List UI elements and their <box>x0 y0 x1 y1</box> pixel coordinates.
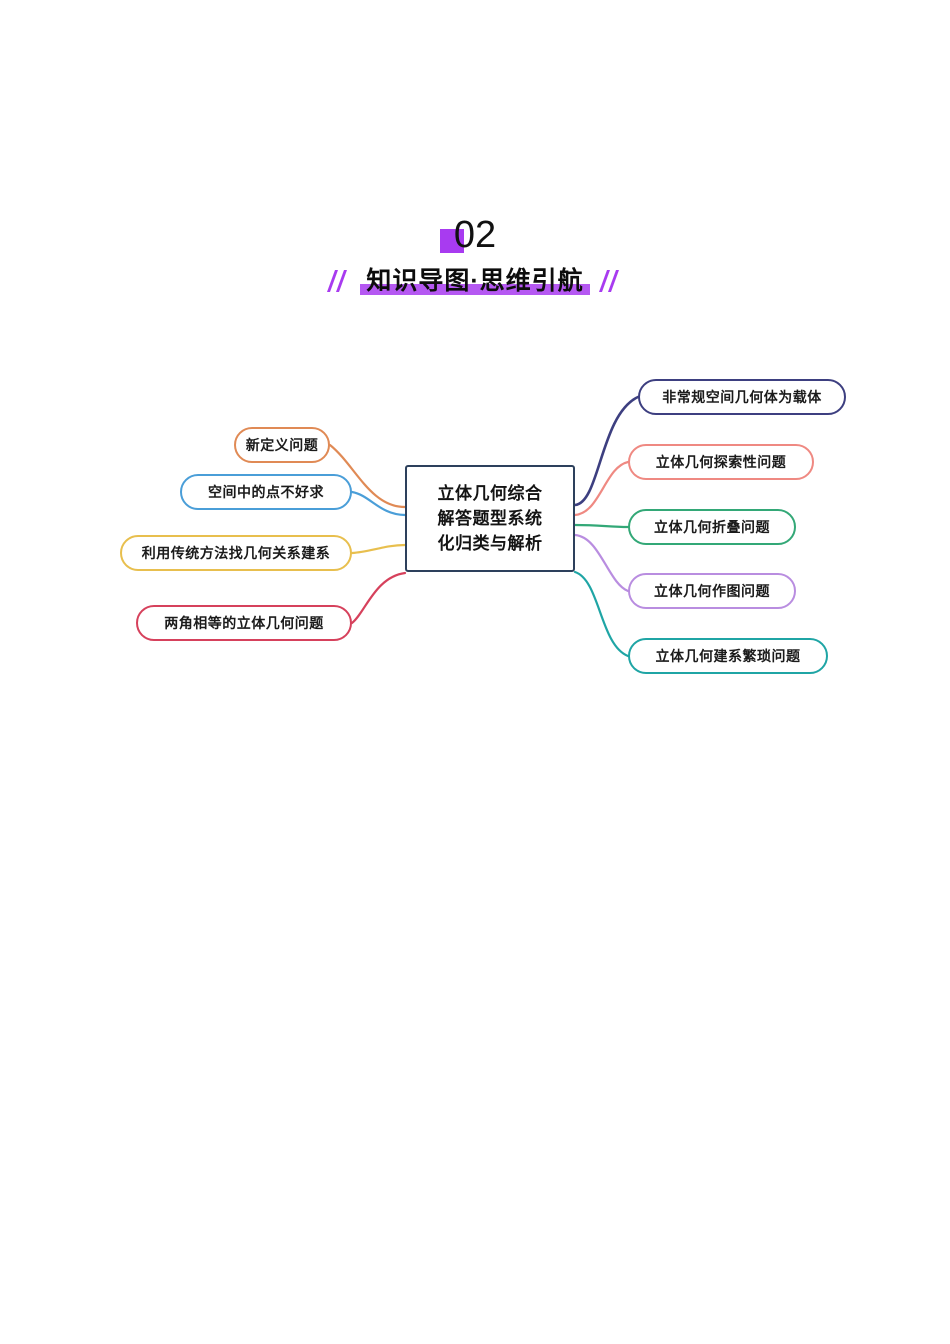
connector-right-4 <box>573 533 630 593</box>
central-node[interactable]: 立体几何综合 解答题型系统 化归类与解析 <box>405 465 575 572</box>
connector-left-3 <box>350 543 407 555</box>
central-node-line-3: 化归类与解析 <box>437 534 543 553</box>
branch-label: 利用传统方法找几何关系建系 <box>141 545 331 561</box>
branch-node-hard-points[interactable]: 空间中的点不好求 <box>180 474 352 510</box>
branch-label: 立体几何作图问题 <box>654 583 770 599</box>
central-node-line-1: 立体几何综合 <box>437 484 543 503</box>
branch-node-new-definition[interactable]: 新定义问题 <box>234 427 330 463</box>
branch-node-drawing[interactable]: 立体几何作图问题 <box>628 573 796 609</box>
left-slashes-icon <box>327 268 350 294</box>
branch-node-irregular-solid[interactable]: 非常规空间几何体为载体 <box>638 379 846 415</box>
branch-node-folding[interactable]: 立体几何折叠问题 <box>628 509 796 545</box>
purple-square-icon <box>439 229 464 253</box>
branch-label: 立体几何探索性问题 <box>655 454 787 470</box>
mind-map: 立体几何综合 解答题型系统 化归类与解析 新定义问题 空间中的点不好求 利用传统… <box>0 355 950 695</box>
section-title-block: 知识导图·思维引航 <box>360 266 590 296</box>
branch-node-complex-coordinates[interactable]: 立体几何建系繁琐问题 <box>628 638 828 674</box>
connector-left-2 <box>350 490 407 517</box>
branch-label: 两角相等的立体几何问题 <box>164 615 324 631</box>
branch-label: 非常规空间几何体为载体 <box>662 389 822 405</box>
connector-right-5 <box>573 570 630 658</box>
page-title: 知识导图·思维引航 <box>366 267 584 295</box>
connector-right-3 <box>573 523 630 529</box>
branch-node-exploratory[interactable]: 立体几何探索性问题 <box>628 444 814 480</box>
section-title-row: 知识导图·思维引航 <box>0 258 950 304</box>
connector-right-1 <box>573 395 640 507</box>
branch-label: 空间中的点不好求 <box>208 484 324 500</box>
branch-label: 立体几何折叠问题 <box>654 519 770 535</box>
branch-label: 新定义问题 <box>245 437 319 453</box>
central-node-line-2: 解答题型系统 <box>437 509 543 528</box>
right-slashes-icon <box>598 268 622 294</box>
section-number-group: 02 <box>439 210 497 256</box>
section-header: 02 知识导图·思维引航 <box>0 210 950 310</box>
branch-node-equal-angles[interactable]: 两角相等的立体几何问题 <box>136 605 352 641</box>
branch-label: 立体几何建系繁琐问题 <box>655 648 801 664</box>
connector-left-1 <box>328 443 407 509</box>
connector-right-2 <box>573 460 630 517</box>
connector-left-4 <box>350 571 407 625</box>
section-number: 02 <box>453 214 497 256</box>
branch-node-traditional-method[interactable]: 利用传统方法找几何关系建系 <box>120 535 352 571</box>
title-highlight-bar <box>360 284 590 295</box>
section-number-row: 02 <box>0 210 950 256</box>
mind-map-connectors <box>328 395 640 658</box>
